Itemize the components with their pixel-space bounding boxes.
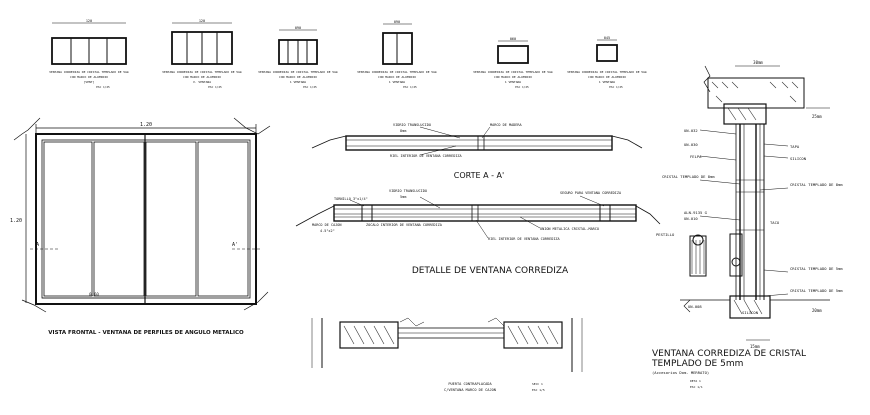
top-caption-2c: V. VENTANA <box>193 80 211 84</box>
bottom-caption-1: PUERTA CONTRAPLACADA <box>448 382 492 386</box>
front-height-dim: 1.20 <box>10 218 22 224</box>
label-marco-cajon: MARCO DE CAJON <box>312 223 342 227</box>
top-window-1: 120 VENTANA CORREDIZA DE CRISTAL TEMPLAD… <box>49 19 129 89</box>
top-caption-5b: CON MARCO DE ALUMINIO <box>494 75 532 79</box>
top-dim-1: 120 <box>86 19 92 23</box>
section-marker-a: A <box>36 242 39 248</box>
bottom-scale-1: SECC 1 <box>532 382 543 386</box>
top-caption-1d: ESC 1/25 <box>96 85 110 89</box>
label-silicon2: SILICON <box>742 310 759 315</box>
top-caption-3d: ESC 1/25 <box>303 85 317 89</box>
bottom-scale-2: ESC 1/5 <box>532 388 545 392</box>
label-taco: TACO <box>770 220 780 225</box>
label-un-032: UN-032 <box>684 128 698 133</box>
bottom-section: PUERTA CONTRAPLACADA C/VENTANA MARCO DE … <box>311 317 583 392</box>
right-dim-25: 25mm <box>812 114 822 119</box>
right-subtitle: (Accesorios Dom. MERRATO) <box>652 370 709 375</box>
right-detail: 30mm 25mm 15mm 20mm UN-032 UN- <box>651 60 843 389</box>
label-tapa: TAPA <box>790 144 800 149</box>
top-caption-3c: 1 VENTANA <box>290 80 306 84</box>
label-marco-dim: 4.5"x2" <box>320 229 335 233</box>
top-window-5: 060 VENTANA CORREDIZA DE CRISTAL TEMPLAD… <box>473 37 553 89</box>
top-caption-4c: 1 VENTANA <box>389 80 405 84</box>
right-title-1: VENTANA CORREDIZA DE CRISTAL <box>652 349 806 359</box>
top-caption-1b: CON MARCO DE ALUMINIO <box>70 75 108 79</box>
right-dim-20: 20mm <box>812 308 822 313</box>
top-caption-6d: ESC 1/25 <box>609 85 623 89</box>
label-un-008: UN-008 <box>688 304 702 309</box>
top-caption-3b: CON MARCO DE ALUMINIO <box>279 75 317 79</box>
right-title-2: TEMPLADO DE 5mm <box>651 359 743 369</box>
detail-middle-title: DETALLE DE VENTANA CORREDIZA <box>412 266 569 276</box>
front-view: 1.20 1.20 A A' 0.60 VISTA FRONTAL - VENT… <box>10 117 271 336</box>
label-silicon: SILICON <box>790 156 807 161</box>
section-top-label-vidrio: VIDRIO TRANSLUCIDO <box>393 123 431 127</box>
detail-middle: TORNILLO 3"x1/4" MARCO DE CAJON 4.5"x2" … <box>295 189 661 276</box>
label-tornillo: TORNILLO 3"x1/4" <box>334 197 368 201</box>
front-width-dim: 1.20 <box>140 122 152 128</box>
label-cristal-left: CRISTAL TEMPLADO DE 8mm <box>662 174 715 179</box>
label-pestillo: PESTILLO <box>656 232 675 237</box>
right-dim-bottom: 15mm <box>750 344 760 349</box>
section-top-label-mm: 8mm <box>400 129 406 133</box>
top-window-4: 090 VENTANA CORREDIZA DE CRISTAL TEMPLAD… <box>357 20 437 89</box>
top-caption-2a: VENTANA CORREDIZA DE CRISTAL TEMPLADO DE… <box>162 70 242 74</box>
section-top: VIDRIO TRANSLUCIDO 8mm MARCO DE MADERA R… <box>311 123 643 158</box>
label-cristal-right3: CRISTAL TEMPLADO DE 5mm <box>790 288 843 293</box>
front-bottom-dim: 0.60 <box>89 292 99 297</box>
label-zocalo: ZOCALO INTERIOR DE VENTANA CORREDIZA <box>366 223 443 227</box>
top-caption-4a: VENTANA CORREDIZA DE CRISTAL TEMPLADO DE… <box>357 70 437 74</box>
section-marker-a-prime: A' <box>232 242 238 248</box>
top-caption-1c: [VENT] <box>84 80 95 84</box>
top-caption-6a: VENTANA CORREDIZA DE CRISTAL TEMPLADO DE… <box>567 70 647 74</box>
right-scale-2: ESC 1/1 <box>690 385 703 389</box>
top-dim-5: 060 <box>510 37 516 41</box>
label-vidrio-mm: 5mm <box>400 195 406 199</box>
top-caption-5a: VENTANA CORREDIZA DE CRISTAL TEMPLADO DE… <box>473 70 553 74</box>
label-cristal-right2: CRISTAL TEMPLADO DE 5mm <box>790 266 843 271</box>
top-caption-1a: VENTANA CORREDIZA DE CRISTAL TEMPLADO DE… <box>49 70 129 74</box>
top-dim-2: 120 <box>199 19 205 23</box>
top-window-6: 045 VENTANA CORREDIZA DE CRISTAL TEMPLAD… <box>567 36 647 89</box>
top-caption-4d: ESC 1/25 <box>403 85 417 89</box>
right-dim-top: 30mm <box>753 60 763 65</box>
top-window-3: 090 VENTANA CORREDIZA DE CRISTAL TEMPLAD… <box>258 26 338 89</box>
label-felpa: FELPA <box>690 154 702 159</box>
label-cristal-right: CRISTAL TEMPLADO DE 8mm <box>790 182 843 187</box>
top-caption-2b: CON MARCO DE ALUMINIO <box>183 75 221 79</box>
corte-title: CORTE A - A' <box>454 171 504 180</box>
section-top-label-riel: RIEL INTERIOR DE VENTANA CORREDIZA <box>390 154 463 158</box>
right-scale-1: DETA 1 <box>690 379 701 383</box>
label-vidrio: VIDRIO TRANSLUCIDO <box>389 189 427 193</box>
label-aln: ALN-9135 G <box>684 210 708 215</box>
top-caption-4b: CON MARCO DE ALUMINIO <box>378 75 416 79</box>
section-top-label-marco: MARCO DE MADERA <box>490 123 523 127</box>
top-caption-2d: ESC 1/25 <box>208 85 222 89</box>
label-union: UNION METALICA CRISTAL-MARCO <box>540 227 599 231</box>
label-riel: RIEL INTERIOR DE VENTANA CORREDIZA <box>488 237 561 241</box>
top-caption-6b: CON MARCO DE ALUMINIO <box>588 75 626 79</box>
top-caption-5c: 1 VENTANA <box>505 80 521 84</box>
top-caption-5d: ESC 1/25 <box>515 85 529 89</box>
top-dim-3: 090 <box>295 26 301 30</box>
label-seguro: SEGURO PARA VENTANA CORREDIZA <box>560 191 622 195</box>
top-dim-4: 090 <box>394 20 400 24</box>
top-dim-6: 045 <box>604 36 610 40</box>
top-window-2: 120 VENTANA CORREDIZA DE CRISTAL TEMPLAD… <box>162 19 242 89</box>
top-caption-6c: 1 VENTANA <box>599 80 615 84</box>
label-un-030: UN-030 <box>684 142 698 147</box>
front-view-title: VISTA FRONTAL - VENTANA DE PERFILES DE A… <box>48 330 244 336</box>
top-caption-3a: VENTANA CORREDIZA DE CRISTAL TEMPLADO DE… <box>258 70 338 74</box>
bottom-caption-2: C/VENTANA MARCO DE CAJON <box>444 388 496 392</box>
label-un-010: UN-010 <box>684 216 698 221</box>
